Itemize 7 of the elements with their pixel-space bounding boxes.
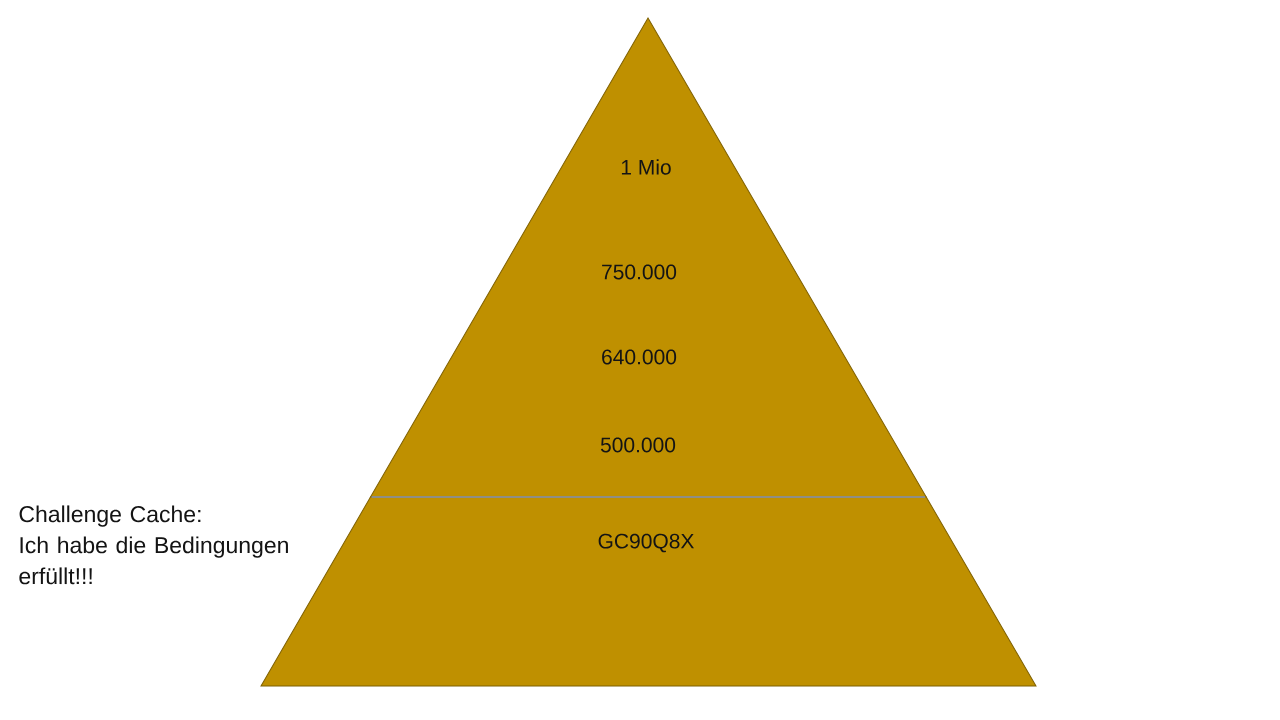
level-label: 1 Mio bbox=[621, 159, 671, 175]
level-label: 640.000 bbox=[602, 349, 677, 365]
level-label: 500.000 bbox=[600, 437, 676, 453]
note-text: Ich habe die Bedingungen erfüllt!!! bbox=[19, 536, 288, 585]
note-text: Challenge Cache: bbox=[19, 505, 201, 527]
level-label: 750.000 bbox=[602, 264, 677, 280]
level-label: GC90Q8X bbox=[598, 533, 694, 553]
